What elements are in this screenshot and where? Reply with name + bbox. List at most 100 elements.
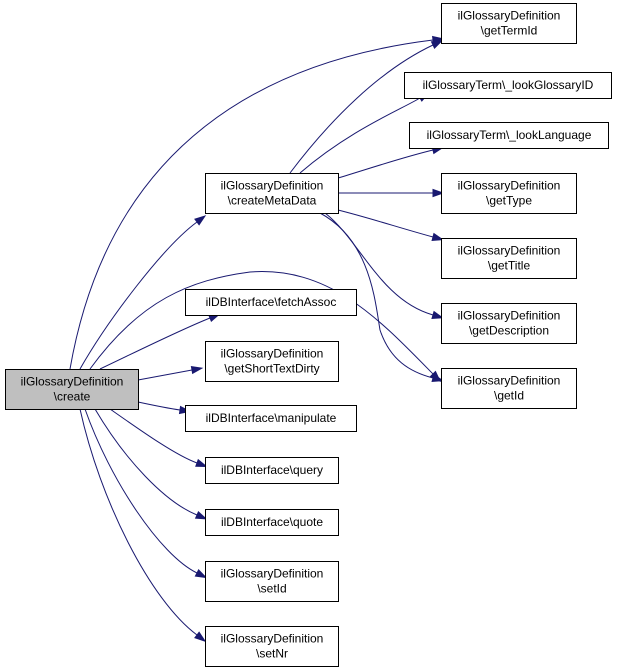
node-manipulate[interactable]: ilDBInterface\manipulate (185, 405, 357, 432)
node-label-line: ilGlossaryDefinition (21, 375, 124, 389)
node-label-line: ilGlossaryDefinition (221, 632, 324, 646)
arrowhead-icon (190, 365, 204, 375)
node-label-line: ilGlossaryDefinition (458, 244, 561, 258)
edge-root-to-setNr (79, 408, 207, 643)
node-label-line: ilGlossaryDefinition (458, 374, 561, 388)
edge-createMetaData-to-lookLanguage (337, 146, 445, 179)
node-label-line: ilGlossaryDefinition (221, 347, 324, 361)
node-getShortTextDirty[interactable]: ilGlossaryDefinition\getShortTextDirty (205, 341, 339, 382)
node-box (205, 509, 339, 536)
node-lookLanguage[interactable]: ilGlossaryTerm\_lookLanguage (409, 122, 609, 149)
edge-root-to-query (109, 408, 208, 468)
edge-line (337, 149, 434, 179)
edge-createMetaData-to-getId (319, 212, 445, 382)
edge-line (137, 401, 181, 411)
edge-line (79, 408, 198, 636)
node-box (441, 368, 577, 409)
node-label-line: ilGlossaryTerm\_lookGlossaryID (423, 78, 594, 92)
edge-root-to-getShortTextDirty (137, 365, 204, 381)
node-label-line: \getShortTextDirty (224, 362, 319, 376)
node-label-line: \getTitle (488, 259, 531, 273)
node-label-line: \create (54, 390, 91, 404)
node-box (441, 173, 577, 214)
node-box (441, 238, 577, 279)
node-query[interactable]: ilDBInterface\query (205, 457, 339, 484)
node-box (205, 626, 339, 667)
node-label-line: ilGlossaryTerm\_lookLanguage (427, 128, 592, 142)
node-root[interactable]: ilGlossaryDefinition\create (5, 369, 139, 410)
node-label-line: ilGlossaryDefinition (221, 567, 324, 581)
node-box (441, 3, 577, 44)
arrowhead-icon (194, 510, 208, 520)
edge-line (69, 39, 434, 370)
edge-line (137, 369, 193, 381)
edge-root-to-setId (84, 408, 208, 579)
node-label-line: ilGlossaryDefinition (458, 9, 561, 23)
node-box (205, 457, 339, 484)
arrowhead-icon (195, 458, 208, 468)
arrowhead-icon (431, 310, 445, 319)
node-label-line: ilGlossaryDefinition (458, 179, 561, 193)
node-label-line: \getDescription (469, 324, 549, 338)
node-getDescription[interactable]: ilGlossaryDefinition\getDescription (441, 303, 577, 344)
node-lookGlossaryID[interactable]: ilGlossaryTerm\_lookGlossaryID (404, 72, 612, 99)
edge-line (79, 221, 198, 370)
edge-line (99, 317, 211, 370)
edge-createMetaData-to-getTermId (289, 40, 444, 174)
node-fetchAssoc[interactable]: ilDBInterface\fetchAssoc (185, 289, 357, 316)
node-label-line: ilDBInterface\manipulate (206, 411, 337, 425)
edge-root-to-createMetaData (79, 215, 207, 370)
nodes-layer: ilGlossaryDefinition\createilGlossaryDef… (5, 3, 612, 667)
node-label-line: \createMetaData (228, 194, 317, 208)
edge-line (89, 271, 434, 375)
arrowhead-icon (432, 188, 445, 198)
edge-line (289, 44, 434, 174)
edge-createMetaData-to-getTitle (337, 209, 445, 241)
edge-root-to-manipulate (137, 401, 192, 415)
node-label-line: ilGlossaryDefinition (221, 179, 324, 193)
node-label-line: \setNr (256, 647, 288, 661)
edge-line (84, 408, 198, 574)
node-box (205, 341, 339, 382)
node-setNr[interactable]: ilGlossaryDefinition\setNr (205, 626, 339, 667)
node-getId[interactable]: ilGlossaryDefinition\getId (441, 368, 577, 409)
node-setId[interactable]: ilGlossaryDefinition\setId (205, 561, 339, 602)
node-box (404, 72, 612, 99)
node-getTitle[interactable]: ilGlossaryDefinition\getTitle (441, 238, 577, 279)
node-box (409, 122, 609, 149)
node-getTermId[interactable]: ilGlossaryDefinition\getTermId (441, 3, 577, 44)
node-box (441, 303, 577, 344)
arrowhead-icon (194, 631, 207, 643)
arrowhead-icon (430, 40, 444, 50)
node-box (185, 289, 357, 316)
node-box (185, 405, 357, 432)
node-createMetaData[interactable]: ilGlossaryDefinition\createMetaData (205, 173, 339, 214)
node-getType[interactable]: ilGlossaryDefinition\getType (441, 173, 577, 214)
node-label-line: \setId (257, 582, 286, 596)
arrowhead-icon (431, 373, 445, 382)
node-quote[interactable]: ilDBInterface\quote (205, 509, 339, 536)
edge-createMetaData-to-getType (338, 188, 445, 198)
node-label-line: \getType (486, 194, 532, 208)
node-label-line: ilDBInterface\quote (221, 515, 323, 529)
edge-root-to-fetchAssoc (99, 313, 221, 370)
node-label-line: \getId (494, 389, 524, 403)
node-box (205, 561, 339, 602)
arrowhead-icon (194, 215, 207, 226)
edge-createMetaData-to-getDescription (324, 212, 445, 319)
arrowhead-icon (194, 569, 208, 579)
edge-line (94, 408, 198, 516)
node-box (5, 369, 139, 410)
edge-line (337, 209, 434, 238)
edges-layer (69, 35, 445, 643)
edge-line (109, 408, 198, 464)
arrowhead-icon (431, 232, 445, 241)
node-label-line: ilGlossaryDefinition (458, 309, 561, 323)
edge-root-to-quote (94, 408, 208, 520)
node-label-line: ilDBInterface\query (221, 463, 323, 477)
edge-line (299, 97, 421, 174)
edge-line (319, 212, 434, 379)
node-box (205, 173, 339, 214)
